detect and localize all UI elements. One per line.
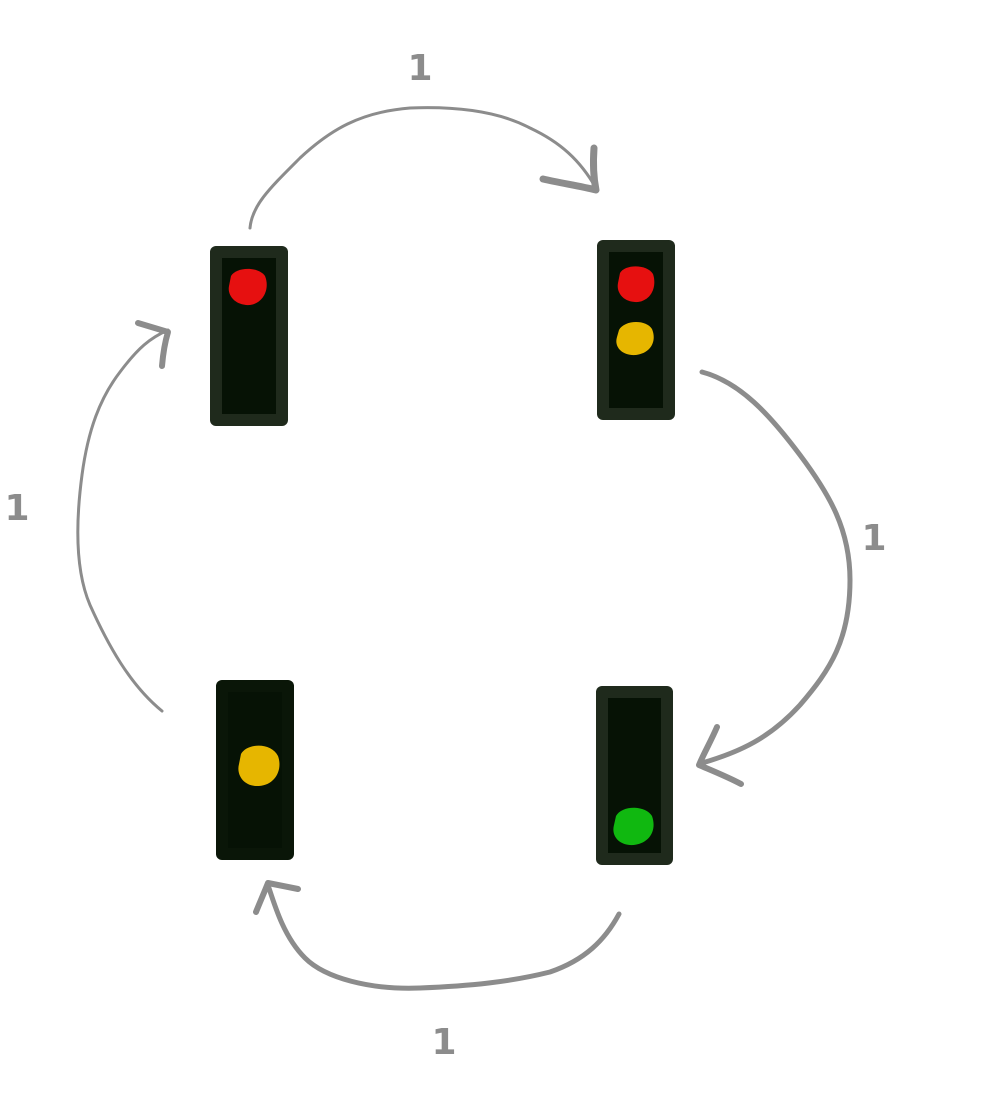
transition-arrow-green-to-amber <box>253 880 622 991</box>
traffic-light-red <box>210 246 288 426</box>
traffic-light-red-amber <box>597 240 675 420</box>
transition-label: 1 <box>431 1022 456 1063</box>
transition-label: 1 <box>4 488 29 529</box>
transition-label: 1 <box>861 518 886 559</box>
amber-lamp <box>238 745 280 787</box>
traffic-light-green <box>596 686 673 865</box>
transition-arrow-red-amber-to-green <box>696 369 853 787</box>
red-lamp <box>617 266 655 303</box>
transition-arrow-amber-to-red <box>76 320 171 713</box>
amber-lamp <box>616 321 654 356</box>
traffic-light-amber <box>216 680 294 860</box>
red-lamp <box>228 268 267 306</box>
transition-arrow-red-to-red-amber <box>248 106 600 230</box>
green-lamp <box>613 807 654 846</box>
transition-label: 1 <box>407 48 432 89</box>
